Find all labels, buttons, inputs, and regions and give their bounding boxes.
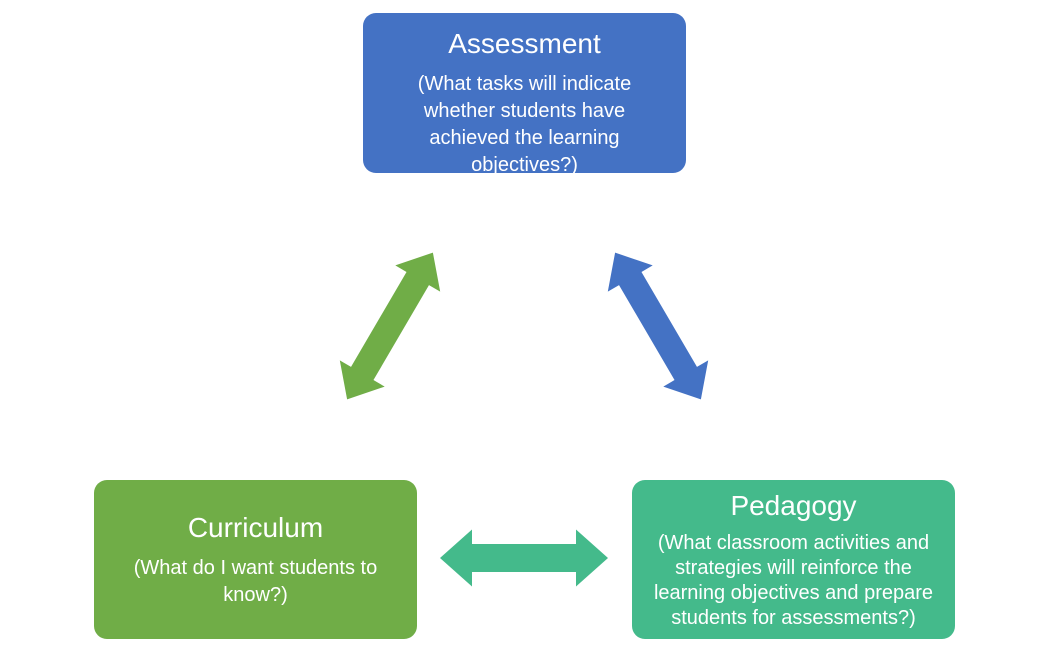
curriculum-assessment-arrow — [339, 252, 441, 400]
assessment-title: Assessment — [448, 28, 601, 59]
curriculum-description: (What do I want students to know?) — [133, 556, 378, 606]
curriculum-pedagogy-arrow — [440, 529, 608, 587]
curriculum-title: Curriculum — [187, 511, 324, 543]
assessment-pedagogy-arrow — [607, 252, 709, 400]
pedagogy-description: (What classroom activities and strategie… — [653, 531, 934, 629]
pedagogy-node: Pedagogy (What classroom activities and … — [632, 480, 955, 639]
assessment-node: Assessment (What tasks will indicate whe… — [363, 13, 686, 176]
assessment-description: (What tasks will indicate whether studen… — [417, 73, 632, 176]
pedagogy-title: Pedagogy — [730, 489, 857, 521]
curriculum-node: Curriculum (What do I want students to k… — [94, 480, 417, 639]
